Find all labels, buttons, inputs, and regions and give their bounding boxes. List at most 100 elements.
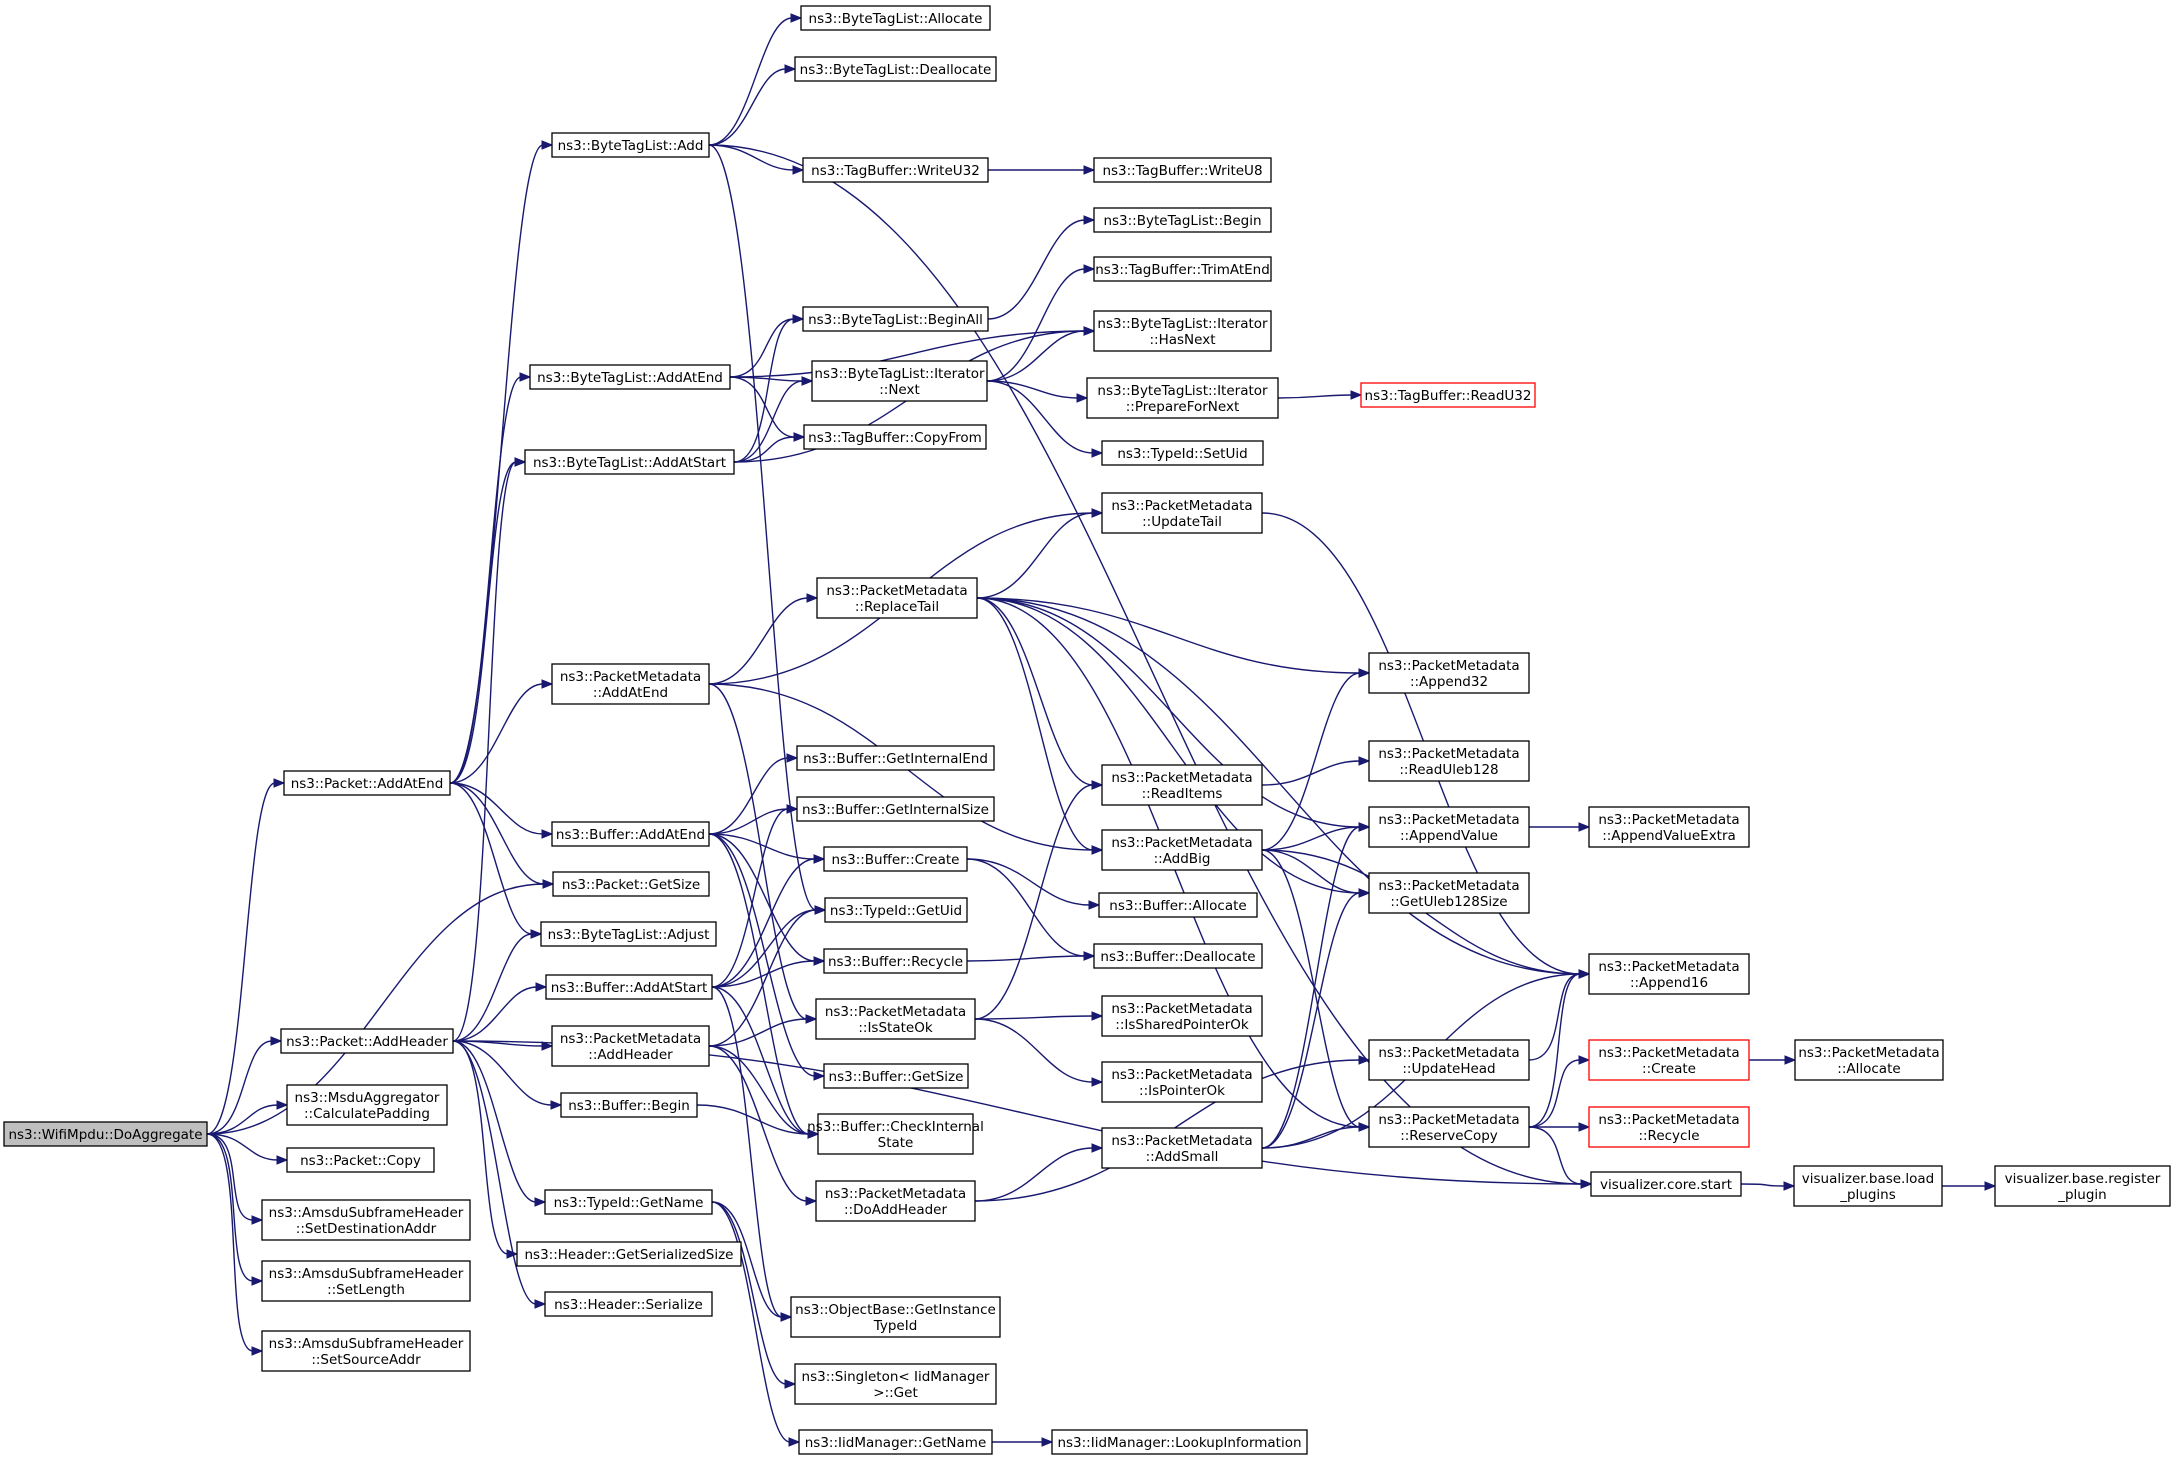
function-node[interactable]: ns3::ByteTagList::Allocate bbox=[800, 5, 991, 31]
function-node[interactable]: ns3::Buffer::Deallocate bbox=[1093, 943, 1263, 969]
function-node[interactable]: ns3::TypeId::GetUid bbox=[824, 897, 968, 923]
function-node[interactable]: ns3::Header::GetSerializedSize bbox=[516, 1241, 742, 1267]
call-edge bbox=[1528, 1126, 1593, 1189]
function-node-label: ::DoAddHeader bbox=[844, 1202, 947, 1218]
function-node[interactable]: ns3::Buffer::Begin bbox=[560, 1092, 698, 1118]
function-node[interactable]: ns3::TagBuffer::CopyFrom bbox=[803, 424, 987, 450]
function-node[interactable]: ns3::PacketMetadata::GetUleb128Size bbox=[1368, 872, 1530, 914]
function-node[interactable]: ns3::TagBuffer::WriteU8 bbox=[1093, 157, 1272, 183]
function-node[interactable]: ns3::Buffer::AddAtStart bbox=[545, 974, 713, 1000]
function-node[interactable]: ns3::ByteTagList::Iterator::Next bbox=[811, 360, 988, 402]
function-node[interactable]: ns3::Buffer::Create bbox=[823, 846, 968, 872]
call-edge bbox=[206, 1133, 264, 1356]
call-edge bbox=[449, 372, 532, 784]
function-node[interactable]: ns3::ByteTagList::Iterator::PrepareForNe… bbox=[1086, 377, 1279, 419]
function-node[interactable]: ns3::PacketMetadata::Create bbox=[1588, 1039, 1750, 1081]
function-node-label: _plugin bbox=[2057, 1187, 2107, 1203]
call-edge bbox=[1740, 1181, 1796, 1191]
function-node[interactable]: ns3::TypeId::GetName bbox=[544, 1189, 713, 1215]
function-node-label: ns3::PacketMetadata bbox=[560, 1031, 701, 1047]
function-node[interactable]: ns3::PacketMetadata::Append16 bbox=[1588, 953, 1750, 995]
function-node-label: ::UpdateHead bbox=[1402, 1061, 1495, 1077]
function-node[interactable]: ns3::PacketMetadata::ReplaceTail bbox=[816, 577, 978, 619]
function-node[interactable]: ns3::MsduAggregator::CalculatePadding bbox=[286, 1084, 448, 1126]
function-node[interactable]: ns3::Buffer::Recycle bbox=[823, 948, 968, 974]
function-node[interactable]: ns3::Packet::Copy bbox=[286, 1147, 435, 1173]
function-node[interactable]: ns3::ByteTagList::Iterator::HasNext bbox=[1093, 310, 1272, 352]
function-node[interactable]: ns3::PacketMetadata::IsPointerOk bbox=[1101, 1061, 1263, 1103]
function-node[interactable]: ns3::PacketMetadata::ReadUleb128 bbox=[1368, 740, 1530, 782]
function-node-label: ns3::PacketMetadata bbox=[1378, 812, 1519, 828]
function-node[interactable]: ns3::ByteTagList::Add bbox=[551, 132, 710, 158]
function-node[interactable]: ns3::ByteTagList::Adjust bbox=[540, 921, 717, 947]
call-edge bbox=[449, 782, 555, 889]
function-node-label: ::Create bbox=[1642, 1061, 1696, 1077]
call-edge bbox=[966, 858, 1101, 910]
function-node-label: ns3::TagBuffer::WriteU32 bbox=[811, 163, 980, 179]
function-node[interactable]: ns3::PacketMetadata::UpdateTail bbox=[1101, 492, 1263, 534]
function-node[interactable]: ns3::ByteTagList::Deallocate bbox=[794, 56, 997, 82]
function-node[interactable]: ns3::WifiMpdu::DoAggregate bbox=[3, 1121, 208, 1147]
function-node[interactable]: ns3::Singleton< IidManager>::Get bbox=[794, 1363, 997, 1405]
function-node-label: ns3::PacketMetadata bbox=[1598, 959, 1739, 975]
function-node[interactable]: visualizer.base.load_plugins bbox=[1793, 1165, 1943, 1207]
function-node[interactable]: ns3::ByteTagList::BeginAll bbox=[802, 306, 989, 332]
function-node[interactable]: ns3::PacketMetadata::AppendValueExtra bbox=[1588, 806, 1750, 848]
function-node[interactable]: ns3::PacketMetadata::IsSharedPointerOk bbox=[1101, 995, 1263, 1037]
function-node-label: ns3::PacketMetadata bbox=[1798, 1045, 1939, 1061]
function-node[interactable]: ns3::Header::Serialize bbox=[544, 1291, 713, 1317]
function-node[interactable]: ns3::Buffer::GetSize bbox=[823, 1063, 969, 1089]
function-node-label: ns3::TagBuffer::CopyFrom bbox=[808, 430, 982, 446]
function-node[interactable]: ns3::Buffer::AddAtEnd bbox=[551, 821, 710, 847]
function-node[interactable]: visualizer.base.register_plugin bbox=[1994, 1165, 2171, 1207]
function-node[interactable]: ns3::IidManager::GetName bbox=[798, 1429, 993, 1455]
function-node[interactable]: ns3::AmsduSubframeHeader::SetSourceAddr bbox=[261, 1330, 471, 1372]
function-node[interactable]: ns3::PacketMetadata::DoAddHeader bbox=[815, 1180, 976, 1222]
function-node[interactable]: ns3::TypeId::SetUid bbox=[1101, 440, 1264, 466]
function-node-label: ns3::PacketMetadata bbox=[1111, 1067, 1252, 1083]
function-node[interactable]: ns3::AmsduSubframeHeader::SetDestination… bbox=[261, 1199, 471, 1241]
function-node[interactable]: ns3::PacketMetadata::ReadItems bbox=[1101, 764, 1263, 806]
call-edge bbox=[974, 1011, 1104, 1021]
function-node[interactable]: ns3::PacketMetadata::IsStateOk bbox=[815, 998, 976, 1040]
function-node[interactable]: ns3::AmsduSubframeHeader::SetLength bbox=[261, 1260, 471, 1302]
function-node[interactable]: ns3::PacketMetadata::Allocate bbox=[1794, 1039, 1944, 1081]
function-node-label: ns3::ObjectBase::GetInstance bbox=[795, 1302, 996, 1318]
function-node[interactable]: ns3::Buffer::GetInternalEnd bbox=[796, 745, 995, 771]
function-node-label: ::SetDestinationAddr bbox=[296, 1221, 437, 1237]
function-node-label: ns3::Packet::AddHeader bbox=[286, 1034, 448, 1050]
function-node[interactable]: visualizer.core.start bbox=[1590, 1171, 1742, 1197]
function-node[interactable]: ns3::IidManager::LookupInformation bbox=[1051, 1429, 1308, 1455]
function-node[interactable]: ns3::ByteTagList::AddAtEnd bbox=[529, 364, 731, 390]
function-node[interactable]: ns3::Packet::AddAtEnd bbox=[283, 770, 451, 796]
function-node-label: ::AppendValue bbox=[1400, 828, 1498, 844]
function-node[interactable]: ns3::Packet::AddHeader bbox=[280, 1028, 454, 1054]
function-node-label: ::Next bbox=[879, 382, 920, 398]
function-node[interactable]: ns3::Packet::GetSize bbox=[552, 871, 710, 897]
function-node-label: ns3::PacketMetadata bbox=[825, 1186, 966, 1202]
function-node[interactable]: ns3::TagBuffer::TrimAtEnd bbox=[1093, 256, 1272, 282]
call-edge bbox=[1528, 969, 1591, 1061]
function-node-label: _plugins bbox=[1839, 1187, 1896, 1203]
function-node[interactable]: ns3::PacketMetadata::ReserveCopy bbox=[1368, 1106, 1530, 1148]
function-node[interactable]: ns3::PacketMetadata::Append32 bbox=[1368, 652, 1530, 694]
function-node[interactable]: ns3::TagBuffer::WriteU32 bbox=[802, 157, 989, 183]
function-node[interactable]: ns3::PacketMetadata::AddAtEnd bbox=[551, 663, 710, 705]
function-node-label: ::AddSmall bbox=[1146, 1149, 1219, 1165]
function-node[interactable]: ns3::Buffer::Allocate bbox=[1098, 892, 1258, 918]
function-node[interactable]: ns3::TagBuffer::ReadU32 bbox=[1360, 382, 1536, 408]
function-node[interactable]: ns3::PacketMetadata::AddSmall bbox=[1101, 1127, 1263, 1169]
function-node-label: ns3::PacketMetadata bbox=[1111, 770, 1252, 786]
function-node[interactable]: ns3::PacketMetadata::AddBig bbox=[1101, 829, 1263, 871]
call-edge bbox=[1261, 822, 1371, 1149]
function-node[interactable]: ns3::PacketMetadata::AddHeader bbox=[551, 1025, 710, 1067]
function-node[interactable]: ns3::PacketMetadata::Recycle bbox=[1588, 1106, 1750, 1148]
function-node[interactable]: ns3::Buffer::GetInternalSize bbox=[796, 796, 995, 822]
function-node[interactable]: ns3::ByteTagList::AddAtStart bbox=[524, 449, 735, 475]
function-node[interactable]: ns3::PacketMetadata::AppendValue bbox=[1368, 806, 1530, 848]
function-node[interactable]: ns3::ByteTagList::Begin bbox=[1093, 207, 1272, 233]
function-node[interactable]: ns3::PacketMetadata::UpdateHead bbox=[1368, 1039, 1530, 1081]
function-node-label: ::SetLength bbox=[327, 1282, 405, 1298]
